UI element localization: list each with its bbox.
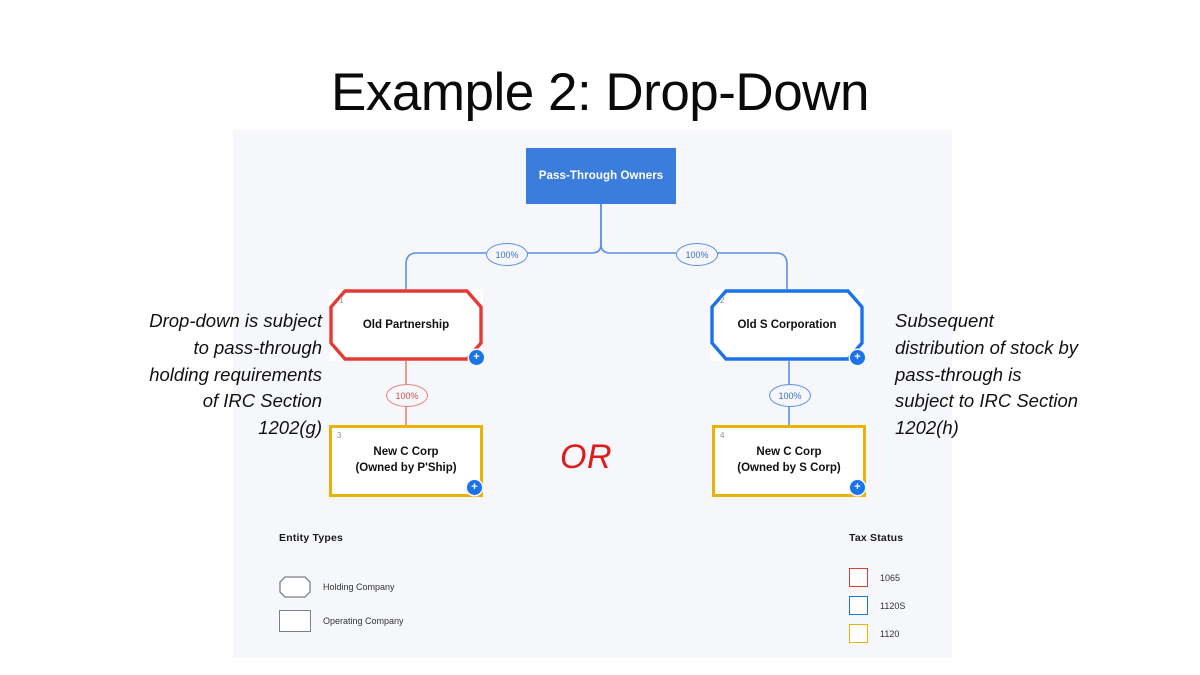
legend-label: 1120S [880,600,906,611]
legend-item-operating-company: Operating Company [279,610,404,632]
edge-label-scorp-to-newc: 100% [769,384,811,407]
expand-plus-badge-old-s-corporation[interactable]: + [850,350,865,365]
edge-label-text: 100% [778,390,802,401]
rectangle-icon [279,610,311,632]
edge-label-text: 100% [495,249,519,260]
annotation-left: Drop-down is subject to pass-through hol… [149,310,322,439]
legend-item-1065: 1065 [849,568,900,587]
node-ordinal-3: 3 [337,431,342,440]
node-label-line1: New C Corp [756,446,822,459]
octagon-icon [279,576,311,598]
node-old-s-corporation[interactable]: Old S Corporation [710,289,864,361]
node-ordinal-4: 4 [720,431,725,440]
page-title: Example 2: Drop-Down [331,63,869,122]
node-label: Old Partnership [362,319,450,331]
edge-label-text: 100% [395,390,419,401]
legend-label: Holding Company [323,582,395,592]
expand-plus-badge-old-partnership[interactable]: + [469,350,484,365]
node-label-line2: (Owned by S Corp) [737,462,841,474]
node-pass-through-owners[interactable]: Pass-Through Owners [526,148,676,204]
node-new-c-corp-scorp[interactable]: New C Corp (Owned by S Corp) [712,425,866,497]
edge-label-owners-to-partnership: 100% [486,243,528,266]
color-swatch-1065 [849,568,868,587]
edge-label-text: 100% [685,249,709,260]
node-old-partnership[interactable]: Old Partnership [329,289,483,361]
legend-item-1120: 1120 [849,624,899,643]
legend-title-entity-types: Entity Types [279,532,344,544]
legend-label: 1065 [880,572,901,583]
node-label-line2: (Owned by P'Ship) [355,462,457,474]
edge-label-partnership-to-newc: 100% [386,384,428,407]
annotation-right: Subsequent distribution of stock by pass… [895,310,1079,439]
legend-title-tax-status: Tax Status [849,532,904,544]
octagon-shape [329,289,483,361]
color-swatch-1120s [849,596,868,615]
edge-label-owners-to-scorp: 100% [676,243,718,266]
node-ordinal-2: 2 [720,296,725,305]
node-label-line1: New C Corp [373,446,439,459]
expand-plus-badge-new-c-corp-scorp[interactable]: + [850,480,865,495]
expand-plus-badge-new-c-corp-pship[interactable]: + [467,480,482,495]
color-swatch-1120 [849,624,868,643]
legend-item-1120s: 1120S [849,596,905,615]
octagon-shape [710,289,864,361]
node-new-c-corp-pship[interactable]: New C Corp (Owned by P'Ship) [329,425,483,497]
legend-item-holding-company: Holding Company [279,576,395,598]
node-label: Old S Corporation [737,319,837,331]
node-ordinal-1: 1 [339,296,344,305]
node-label: Pass-Through Owners [538,170,664,182]
legend-label: 1120 [880,628,900,639]
legend-label: Operating Company [323,616,404,626]
or-separator-label: OR [560,438,612,476]
